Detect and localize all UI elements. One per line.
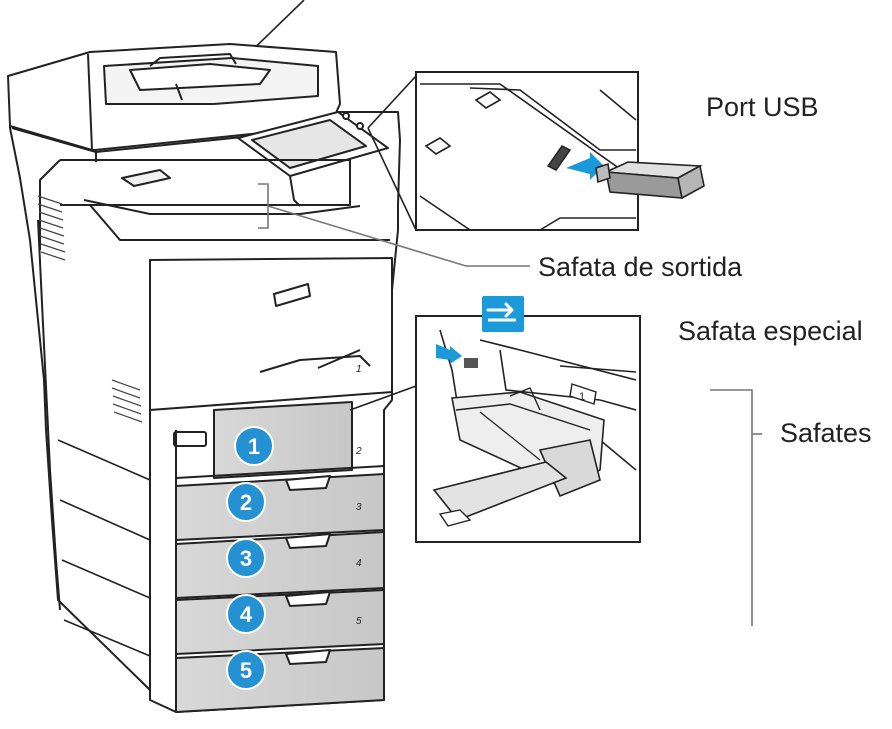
inset-tray-mark: 1 [579,391,585,403]
usb-inset [415,71,705,231]
svg-text:1: 1 [248,434,260,459]
tray-mark-1: 1 [356,364,362,375]
bypass-inset: 1 [415,315,641,543]
output-paper [121,169,171,187]
output-tray-leader [258,183,530,267]
bypass-callout-line [349,385,417,411]
svg-text:2: 2 [240,490,252,515]
tray-2-front [175,473,385,541]
trays-label: Safates [780,418,872,448]
tray-badge-3: 3 [226,538,266,578]
svg-text:3: 3 [240,546,252,571]
usb-drive [595,161,705,200]
tray-4-front [175,589,385,655]
tray-mark-5: 5 [356,616,362,627]
tray-badges: 1 2 3 4 5 [226,426,274,690]
printer [7,43,401,713]
tray-badge-2: 2 [226,482,266,522]
bypass-tray-arrow-icon [482,296,524,332]
tray-mark-4: 4 [356,558,362,569]
usb-callout-line [367,75,417,129]
tray-5-front [175,647,385,713]
usb-port-label: Port USB [706,92,819,122]
tray-mark-2: 2 [355,446,362,457]
tray-3-front [175,531,385,599]
svg-text:5: 5 [240,658,252,683]
bypass-extension [432,461,568,521]
tray-marks: 1 2 3 4 5 [355,364,362,627]
tray-1-front [213,401,353,479]
front-door [149,257,393,411]
tray-badge-5: 5 [226,650,266,690]
bypass-insert-arrow [436,344,462,364]
bypass-tray-label: Safata especial [678,316,863,346]
tray-badge-4: 4 [226,594,266,634]
svg-text:4: 4 [240,602,253,627]
usb-insert-arrow [566,152,604,180]
tray-mark-3: 3 [356,502,362,513]
side-vents [37,195,143,423]
tray-badge-1: 1 [234,426,274,466]
output-tray-label: Safata de sortida [538,252,743,282]
trays-bracket [710,389,762,626]
